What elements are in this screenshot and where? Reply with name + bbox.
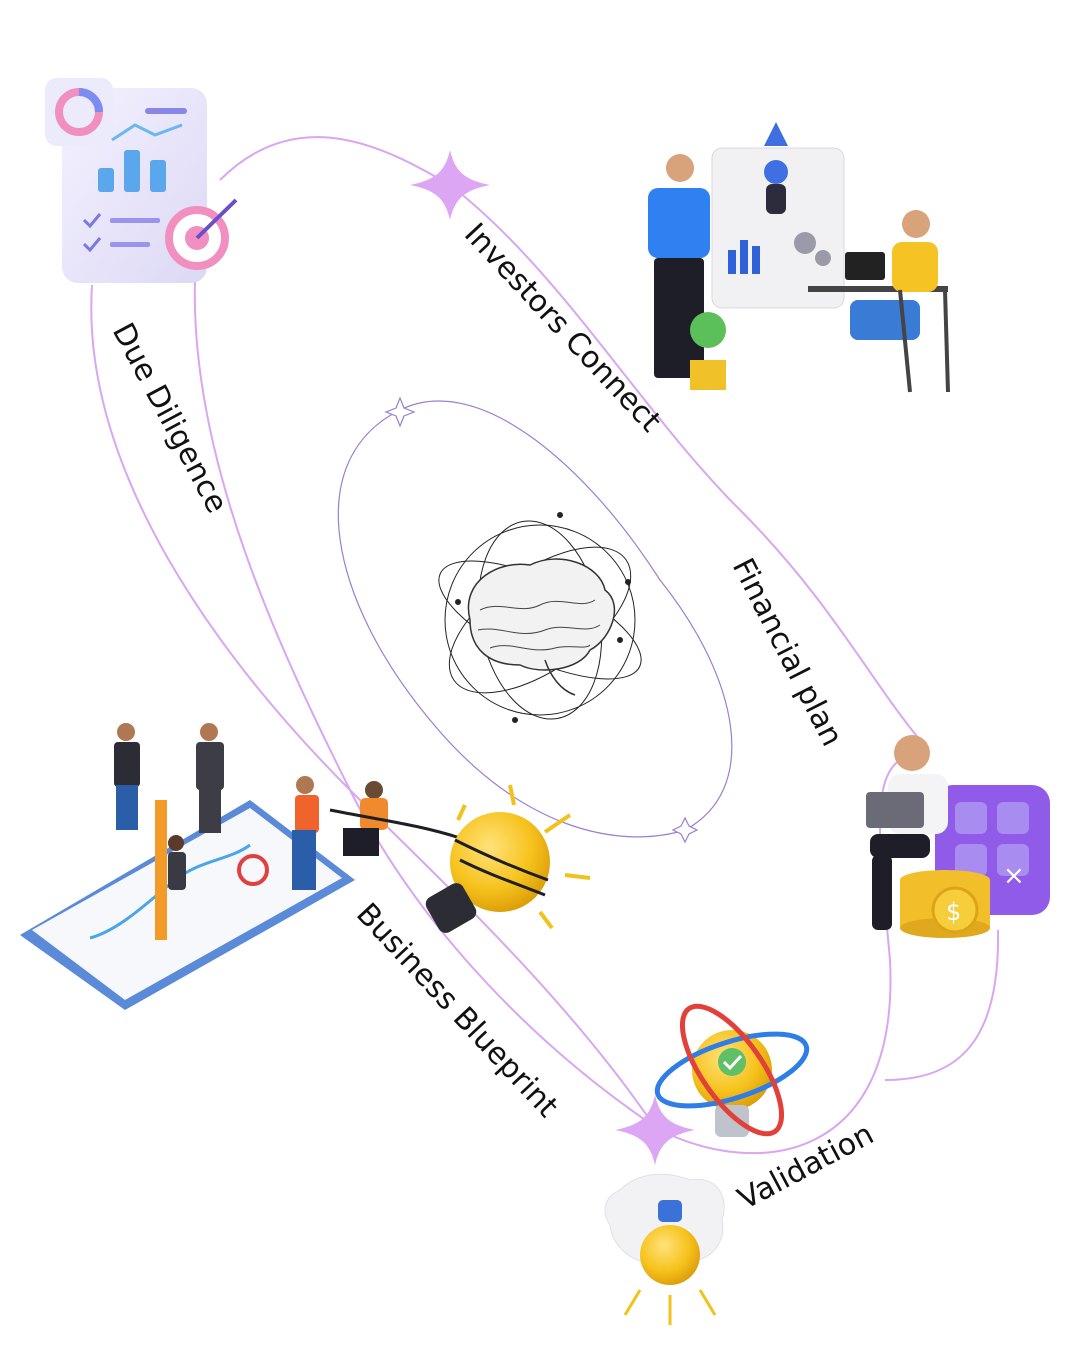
report-target-icon (45, 78, 238, 283)
presentation-rocket-icon (648, 122, 950, 393)
idea-bulb-icon (604, 1173, 725, 1325)
svg-text:$: $ (946, 898, 961, 926)
stage-label-investors-connect: Investors Connect (457, 217, 668, 440)
checked-bulb-icon (654, 1003, 810, 1137)
svg-text:×: × (1003, 861, 1025, 891)
pulled-bulb-icon (425, 784, 591, 933)
team-strategy-board-icon (20, 723, 461, 1010)
sparkle-star-top (410, 150, 490, 220)
brain-orbit-icon (438, 512, 642, 723)
sparkle-star-bottom (615, 1095, 695, 1165)
stage-label-business-blueprint: Business Blueprint (349, 897, 565, 1125)
inner-star-top (384, 396, 416, 428)
stage-label-due-diligence: Due Diligence (105, 317, 234, 519)
calculator-coins-icon: × $ (866, 735, 1050, 938)
inner-star-bottom (671, 816, 699, 844)
journey-path (90, 136, 1000, 1155)
stage-label-financial-plan: Financial plan (725, 553, 850, 752)
